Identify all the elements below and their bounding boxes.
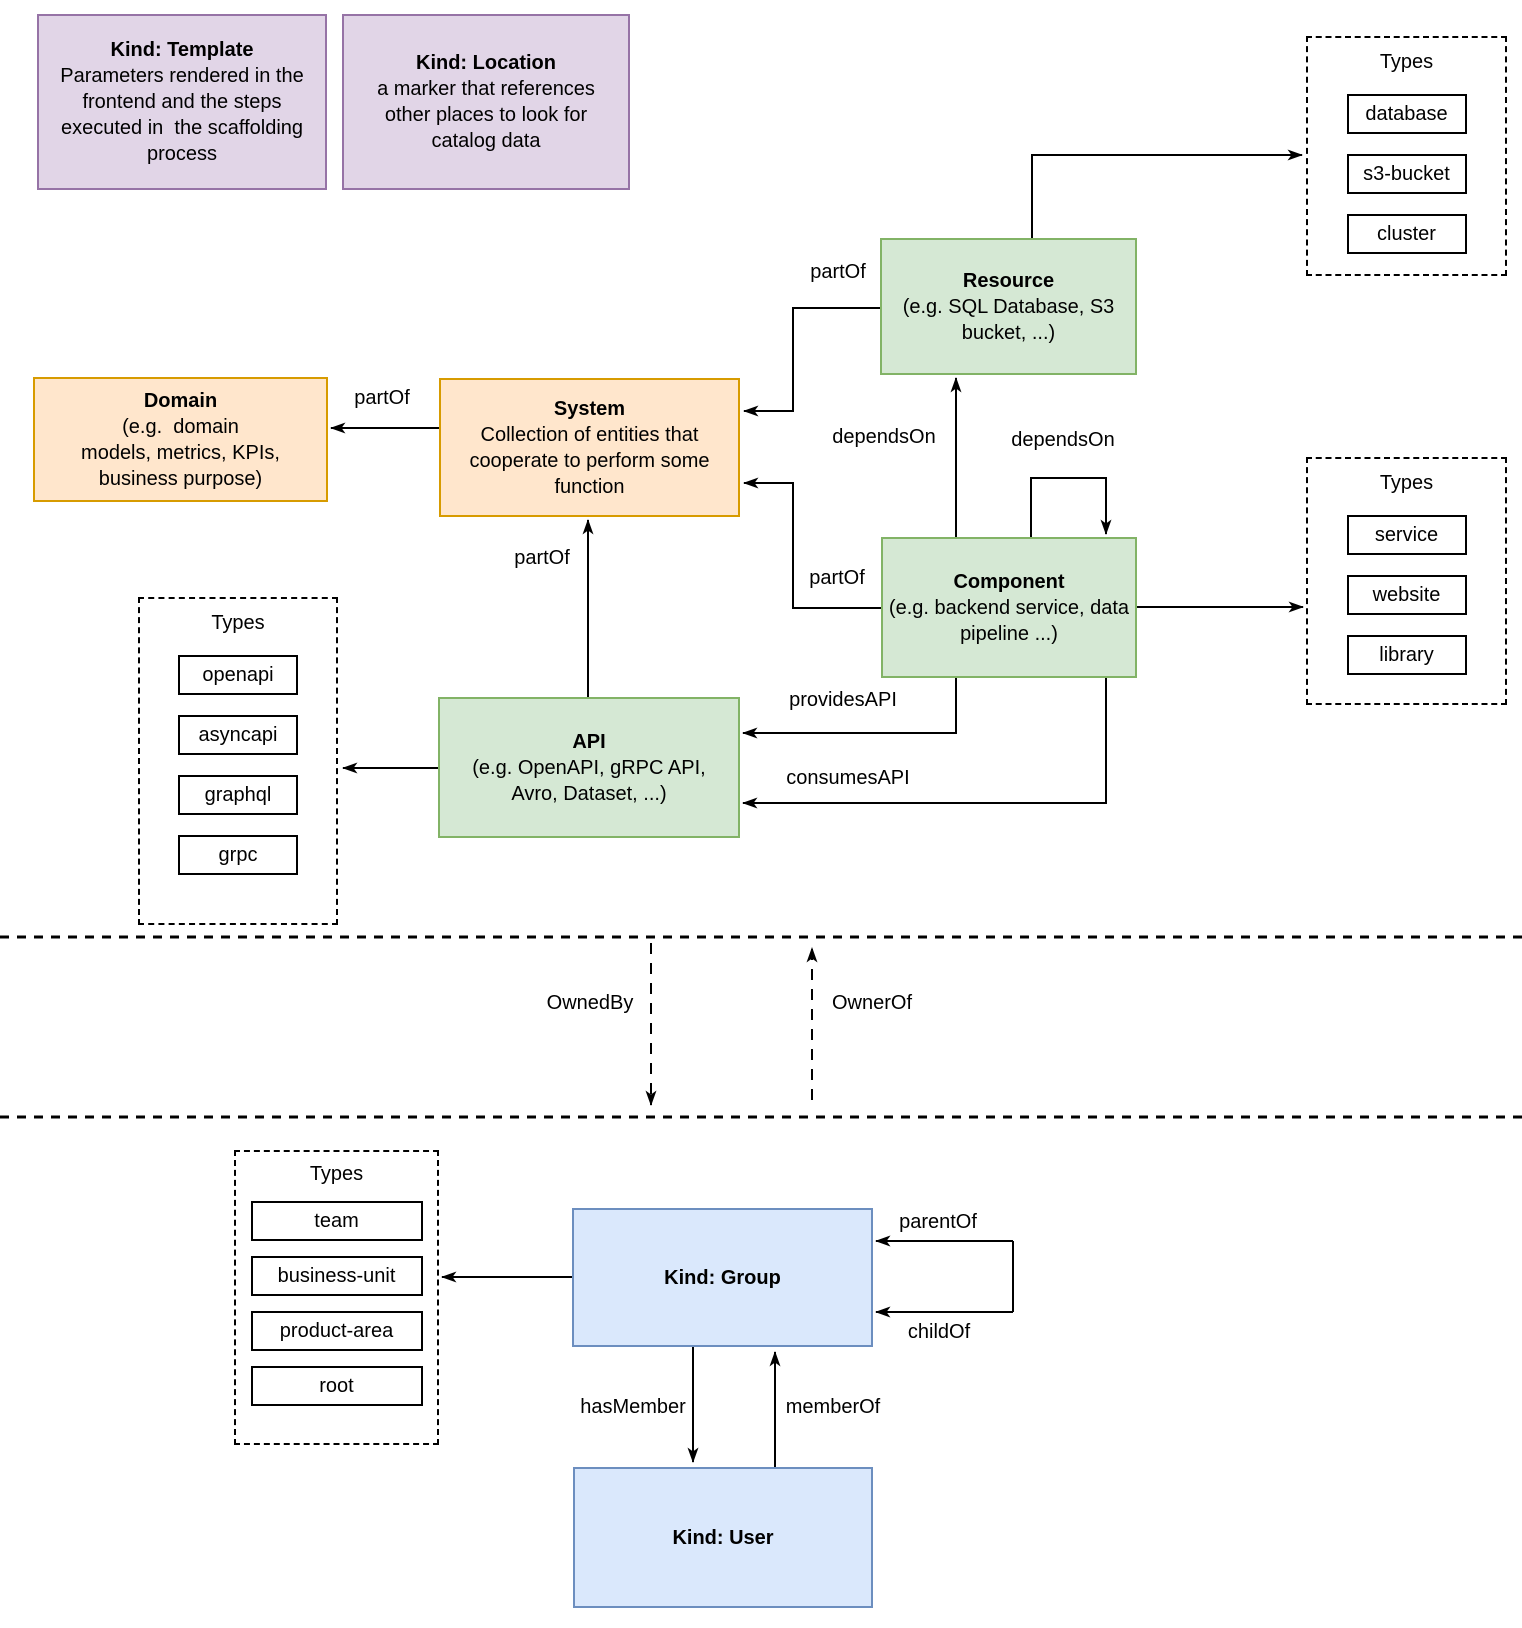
type-pill-grpc: grpc [178, 835, 298, 875]
types-title: Types [1379, 51, 1434, 73]
type-pill-s3-bucket: s3-bucket [1346, 154, 1467, 194]
type-pill-database: database [1346, 94, 1467, 134]
edge-label-ownedby: OwnedBy [546, 992, 634, 1014]
types-title: Types [1379, 472, 1434, 494]
type-pill-website: website [1346, 575, 1467, 615]
component-description: (e.g. backend service, data pipeline ...… [888, 596, 1130, 645]
type-pill-team: team [250, 1201, 423, 1241]
type-pill-library: library [1346, 635, 1467, 675]
kind-template-box: Kind: Template Parameters rendered in th… [37, 14, 327, 190]
component-box: Component (e.g. backend service, data pi… [881, 537, 1137, 678]
resource-types-box: Types database s3-bucket cluster [1306, 36, 1507, 276]
system-box: System Collection of entities that coope… [439, 378, 740, 517]
kind-group-box: Kind: Group [572, 1208, 873, 1347]
kind-template-title: Kind: Template [110, 39, 254, 61]
edge-component-dependson-self [1030, 477, 1112, 537]
edge-component-consumesapi [742, 678, 1107, 809]
domain-box: Domain (e.g. domain models, metrics, KPI… [33, 377, 328, 502]
type-pill-asyncapi: asyncapi [178, 715, 298, 755]
group-types-box: Types team business-unit product-area ro… [234, 1150, 439, 1445]
api-types-box: Types openapi asyncapi graphql grpc [138, 597, 338, 925]
type-pill-product-area: product-area [250, 1311, 423, 1351]
kind-group-title: Kind: Group [664, 1266, 781, 1289]
type-pill-service: service [1346, 515, 1467, 555]
edge-resource-to-types [1031, 149, 1303, 238]
api-description: (e.g. OpenAPI, gRPC API, Avro, Dataset, … [472, 756, 706, 805]
resource-title: Resource [962, 269, 1055, 292]
system-description: Collection of entities that cooperate to… [469, 423, 710, 498]
edge-label-hasmember: hasMember [580, 1396, 686, 1418]
edge-label-dependson-resource: dependsOn [832, 426, 936, 448]
edge-label-api-partof: partOf [514, 547, 570, 569]
api-box: API (e.g. OpenAPI, gRPC API, Avro, Datas… [438, 697, 740, 838]
kind-location-description: a marker that references other places to… [377, 78, 595, 152]
domain-title: Domain [143, 389, 218, 412]
kind-location-box: Kind: Location a marker that references … [342, 14, 630, 190]
edge-label-consumesapi: consumesAPI [786, 767, 910, 789]
types-title: Types [211, 612, 265, 634]
edge-label-component-partof: partOf [809, 567, 865, 589]
edge-label-parentof: parentOf [899, 1211, 977, 1233]
edge-label-memberof: memberOf [785, 1396, 881, 1418]
component-types-box: Types service website library [1306, 457, 1507, 705]
edge-label-ownerof: OwnerOf [831, 992, 913, 1014]
system-title: System [553, 397, 626, 420]
type-pill-graphql: graphql [178, 775, 298, 815]
type-pill-openapi: openapi [178, 655, 298, 695]
kind-template-description: Parameters rendered in the frontend and … [60, 65, 304, 165]
edge-label-providesapi: providesAPI [789, 689, 897, 711]
resource-box: Resource (e.g. SQL Database, S3 bucket, … [880, 238, 1137, 375]
component-title: Component [953, 570, 1065, 593]
resource-description: (e.g. SQL Database, S3 bucket, ...) [902, 295, 1115, 344]
type-pill-root: root [250, 1366, 423, 1406]
edge-component-partof-system [743, 477, 881, 609]
kind-location-title: Kind: Location [416, 52, 556, 74]
edge-label-resource-partof: partOf [810, 261, 866, 283]
kind-user-title: Kind: User [672, 1526, 774, 1549]
edge-label-childof: childOf [907, 1321, 971, 1343]
edge-label-system-partof: partOf [354, 387, 410, 409]
type-pill-cluster: cluster [1346, 214, 1467, 254]
edge-component-providesapi [742, 678, 957, 739]
type-pill-business-unit: business-unit [250, 1256, 423, 1296]
api-title: API [572, 730, 606, 753]
kind-user-box: Kind: User [573, 1467, 873, 1608]
edge-label-dependson-self: dependsOn [1011, 429, 1115, 451]
types-title: Types [309, 1163, 364, 1185]
domain-description: (e.g. domain models, metrics, KPIs, busi… [81, 415, 280, 490]
edge-resource-partof-system [743, 307, 880, 417]
